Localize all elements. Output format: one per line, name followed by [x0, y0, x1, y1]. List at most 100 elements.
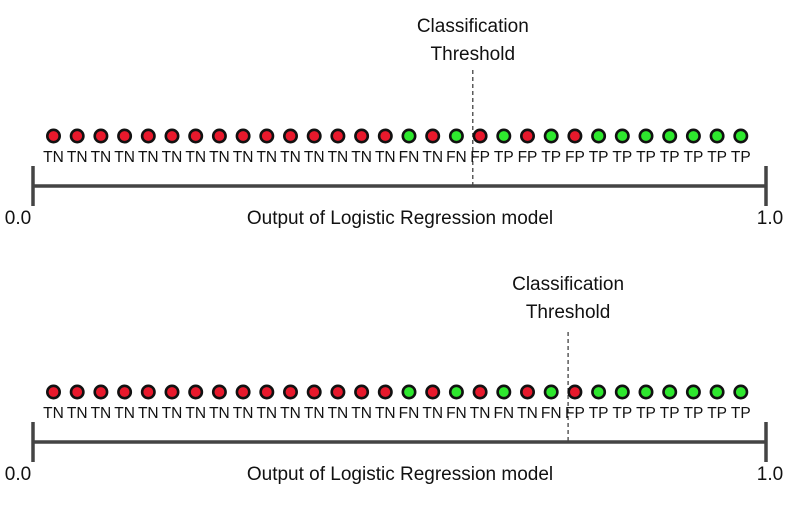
- point-label: TN: [280, 405, 301, 422]
- point-label: TN: [422, 405, 443, 422]
- point-label: TN: [280, 149, 301, 166]
- axis-min-label: 0.0: [5, 208, 31, 229]
- point-label: TN: [67, 149, 88, 166]
- point-label: TP: [541, 149, 561, 166]
- data-point: [306, 128, 322, 144]
- point-label: FN: [446, 405, 467, 422]
- data-point: [188, 128, 204, 144]
- point-label: TP: [494, 149, 514, 166]
- point-label: TN: [209, 405, 230, 422]
- point-label: TP: [636, 405, 656, 422]
- data-point: [733, 384, 749, 400]
- axis-max-label: 1.0: [757, 208, 783, 229]
- data-point: [69, 128, 85, 144]
- point-label: FN: [446, 149, 467, 166]
- point-label: TP: [612, 405, 632, 422]
- point-label: TP: [707, 149, 727, 166]
- point-label: TN: [233, 149, 254, 166]
- data-point: [733, 128, 749, 144]
- data-point: [354, 384, 370, 400]
- data-point: [164, 384, 180, 400]
- point-label: TN: [351, 149, 372, 166]
- point-label: TN: [304, 405, 325, 422]
- data-point: [425, 128, 441, 144]
- point-label: FN: [493, 405, 514, 422]
- data-point: [69, 384, 85, 400]
- data-point: [543, 384, 559, 400]
- point-label: TN: [328, 149, 349, 166]
- data-point: [330, 128, 346, 144]
- data-point: [448, 128, 464, 144]
- point-label: TN: [43, 405, 64, 422]
- data-point: [117, 128, 133, 144]
- point-label: TN: [375, 149, 396, 166]
- point-label: TP: [660, 405, 680, 422]
- point-label: TN: [67, 405, 88, 422]
- data-point: [401, 128, 417, 144]
- data-point: [93, 128, 109, 144]
- point-label: TN: [91, 405, 112, 422]
- data-point: [638, 384, 654, 400]
- point-label: TP: [589, 405, 609, 422]
- threshold-title-line-1: Classification: [417, 16, 529, 37]
- data-point: [140, 384, 156, 400]
- point-label: TN: [233, 405, 254, 422]
- data-point: [638, 128, 654, 144]
- point-label: FP: [565, 149, 585, 166]
- point-label: TP: [612, 149, 632, 166]
- data-point: [567, 384, 583, 400]
- threshold-title-line-2: Threshold: [526, 302, 611, 323]
- point-label: TP: [731, 405, 751, 422]
- point-label: TN: [91, 149, 112, 166]
- data-point: [472, 128, 488, 144]
- point-label: TN: [209, 149, 230, 166]
- data-point: [188, 384, 204, 400]
- point-label: TN: [43, 149, 64, 166]
- data-point: [235, 384, 251, 400]
- data-point: [164, 128, 180, 144]
- data-point: [472, 384, 488, 400]
- data-point: [354, 128, 370, 144]
- data-point: [211, 384, 227, 400]
- data-point: [306, 384, 322, 400]
- point-label: TP: [731, 149, 751, 166]
- point-label: TN: [470, 405, 491, 422]
- data-point: [117, 384, 133, 400]
- data-point: [662, 384, 678, 400]
- data-point: [519, 128, 535, 144]
- data-point: [543, 128, 559, 144]
- data-point: [614, 128, 630, 144]
- point-label: TN: [138, 149, 159, 166]
- data-point: [259, 128, 275, 144]
- point-label: TN: [256, 149, 277, 166]
- axis-max-label: 1.0: [757, 464, 783, 485]
- data-point: [425, 384, 441, 400]
- point-label: TN: [375, 405, 396, 422]
- data-point: [140, 128, 156, 144]
- point-label: TP: [683, 149, 703, 166]
- point-label: TN: [256, 405, 277, 422]
- data-point: [45, 128, 61, 144]
- point-label: TN: [138, 405, 159, 422]
- point-label: TN: [185, 405, 206, 422]
- point-label: TN: [517, 405, 538, 422]
- point-label: TN: [351, 405, 372, 422]
- data-point: [377, 384, 393, 400]
- point-label: FP: [518, 149, 538, 166]
- data-point: [259, 384, 275, 400]
- data-point: [448, 384, 464, 400]
- data-point: [614, 384, 630, 400]
- data-point: [282, 384, 298, 400]
- data-point: [591, 384, 607, 400]
- data-point: [685, 128, 701, 144]
- data-point: [93, 384, 109, 400]
- point-label: TP: [683, 405, 703, 422]
- data-point: [377, 128, 393, 144]
- data-point: [567, 128, 583, 144]
- point-label: TN: [114, 149, 135, 166]
- threshold-title-line-2: Threshold: [431, 44, 516, 65]
